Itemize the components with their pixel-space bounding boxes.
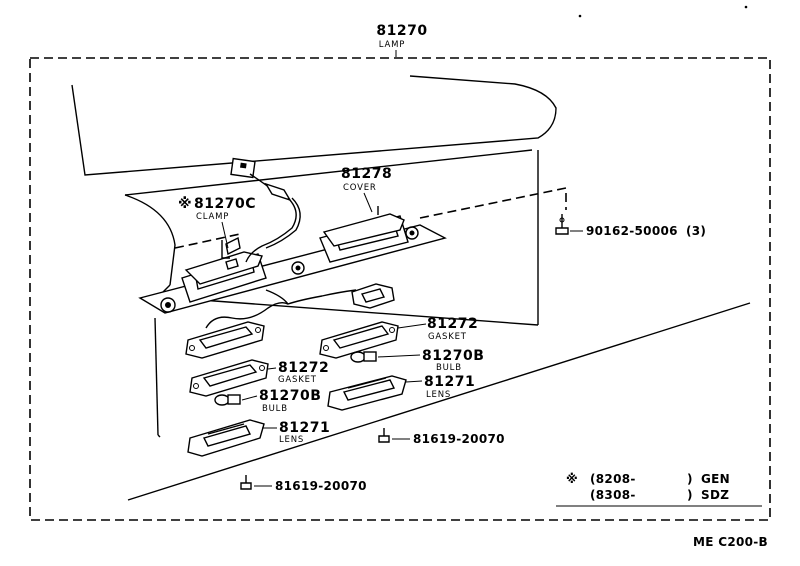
assembly-part-number: 81270	[376, 23, 427, 39]
leader-line	[377, 354, 421, 358]
clamp-part	[221, 236, 241, 259]
reference-dash	[419, 187, 567, 219]
legend-range: (8208-	[590, 472, 636, 486]
assembly-label: LAMP	[379, 40, 405, 50]
leader-line	[221, 221, 229, 249]
assembly-boundary	[29, 57, 771, 521]
callout-qty: (3)	[686, 224, 706, 238]
legend-range: (8308-	[590, 488, 636, 502]
applicability-legend: ※ (8208- ) GEN (8308- ) SDZ	[556, 472, 762, 507]
callout-cover: 81278 COVER	[341, 166, 392, 213]
callout-part-number: 81270B	[259, 388, 321, 404]
callout-part-number: 81270B	[422, 348, 484, 364]
callout-part-number: 81271	[424, 374, 475, 390]
back-door-panel	[71, 75, 751, 501]
callout-lens-right: 81271 LENS	[405, 374, 475, 400]
leader-line	[241, 395, 258, 401]
callout-part-number: 81619-20070	[413, 432, 505, 446]
callout-label: LENS	[279, 435, 304, 445]
speck-mark	[744, 5, 748, 9]
lamp-housing-right	[319, 206, 409, 263]
lamp-housing-left	[181, 251, 267, 303]
callout-screw-top: 90162-50006 (3)	[570, 224, 706, 238]
legend-mark: ※	[566, 472, 578, 486]
callout-part-number: 81619-20070	[275, 479, 367, 493]
leader-line	[363, 192, 373, 213]
callout-part-number: 81271	[279, 420, 330, 436]
bulb-left-part	[214, 394, 241, 406]
callout-bulb-left: 81270B BULB	[241, 388, 321, 414]
screw-top-part	[555, 214, 569, 235]
screw-bottom-part	[240, 475, 252, 490]
callout-label: LENS	[426, 390, 451, 400]
legend-code: SDZ	[701, 488, 729, 502]
callout-lens-left: 81271 LENS	[262, 420, 330, 445]
callout-gasket-right: 81272 GASKET	[397, 316, 478, 342]
callout-part-number: 81272	[427, 316, 478, 332]
callout-part-number: 81272	[278, 360, 329, 376]
lens-right-part	[327, 375, 407, 411]
leader-line	[397, 323, 427, 329]
figure-code: ME C200-B	[693, 535, 768, 549]
legend-close: )	[687, 488, 693, 502]
bulb-right-part	[350, 351, 377, 363]
leader-line	[267, 367, 277, 370]
callout-label: BULB	[436, 363, 462, 373]
callout-label: CLAMP	[196, 212, 229, 222]
reference-dash	[174, 233, 241, 249]
callout-screw-mid: 81619-20070	[392, 432, 505, 446]
callout-screw-bottom: 81619-20070	[254, 479, 367, 493]
gasket-left-upper-part	[185, 321, 265, 359]
callout-label: GASKET	[428, 332, 467, 342]
lens-left-part	[187, 419, 265, 457]
wire-harness	[205, 157, 357, 329]
callout-part-number: 90162-50006	[586, 224, 678, 238]
callout-part-number: 81270C	[194, 196, 256, 212]
callout-bulb-right: 81270B BULB	[377, 348, 484, 373]
screw-mid-part	[378, 428, 390, 443]
gasket-right-part	[319, 321, 399, 359]
callout-mark: ※	[178, 196, 192, 212]
legend-code: GEN	[701, 472, 730, 486]
speck-mark	[578, 14, 582, 18]
legend-close: )	[687, 472, 693, 486]
gasket-left-part	[189, 359, 269, 397]
callout-part-number: 81278	[341, 166, 392, 182]
leader-line	[405, 380, 423, 383]
callout-label: COVER	[343, 183, 377, 193]
callout-label: GASKET	[278, 375, 317, 385]
callout-clamp: ※ 81270C CLAMP	[178, 196, 256, 249]
callout-gasket-left: 81272 GASKET	[267, 360, 329, 385]
bulb-socket	[351, 283, 395, 309]
callout-label: BULB	[262, 404, 288, 414]
